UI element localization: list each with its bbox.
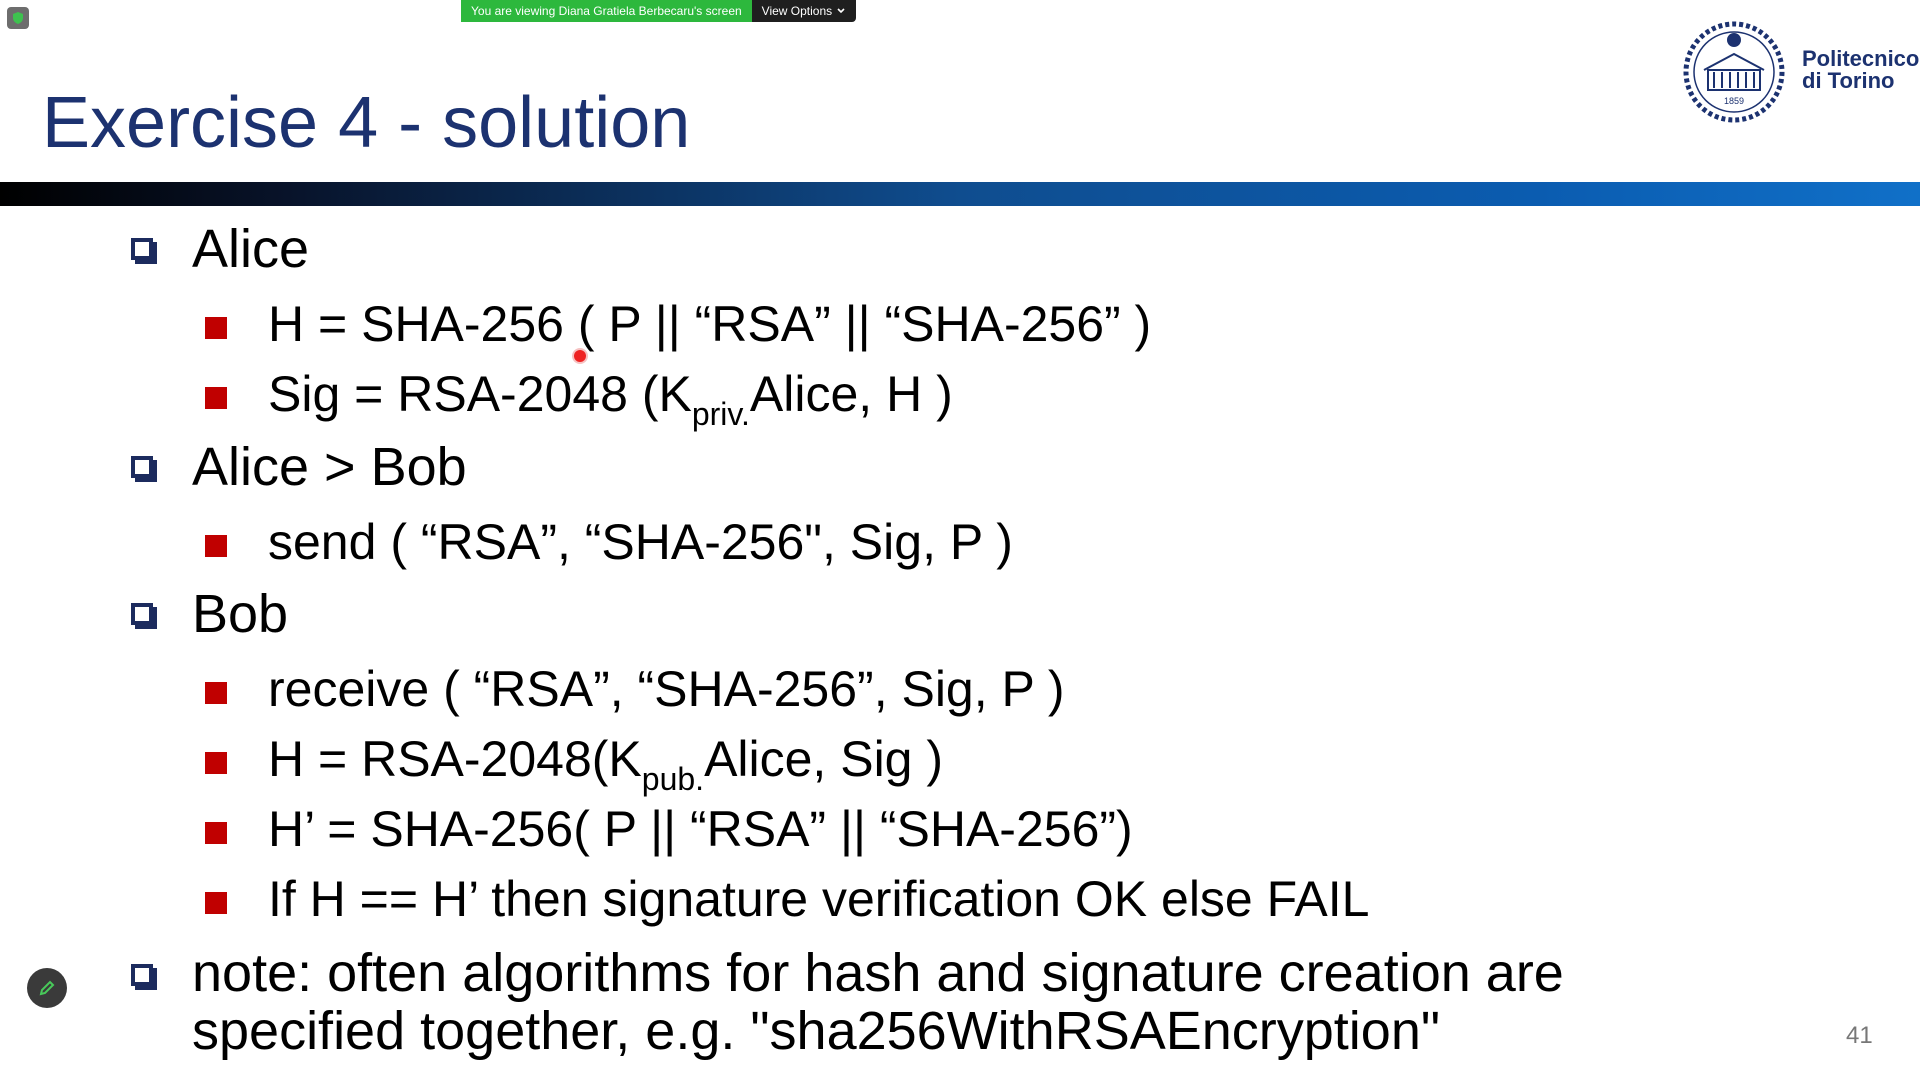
red-square-bullet-icon <box>205 752 227 774</box>
university-seal-icon: 1859 <box>1683 21 1785 123</box>
page-number: 41 <box>1846 1022 1873 1049</box>
view-options-label: View Options <box>761 4 833 18</box>
shield-icon[interactable] <box>7 7 29 29</box>
chevron-down-icon <box>837 8 845 14</box>
bullet-signature: Sig = RSA-2048 (Kpriv.Alice, H ) <box>268 366 953 432</box>
logo-line-2: di Torino <box>1802 68 1895 93</box>
bullet-alice-to-bob: Alice > Bob <box>192 437 467 497</box>
logo-line-1: Politecnico <box>1802 46 1920 71</box>
view-options-button[interactable]: View Options <box>751 0 857 22</box>
hollow-square-bullet-icon <box>131 238 153 260</box>
bullet-hash-computation: H = SHA-256 ( P || “RSA” || “SHA-256” ) <box>268 296 1152 352</box>
red-square-bullet-icon <box>205 387 227 409</box>
bullet-hash-recompute: H’ = SHA-256( P || “RSA” || “SHA-256”) <box>268 801 1133 857</box>
pencil-icon[interactable] <box>27 968 67 1008</box>
bullet-receive: receive ( “RSA”, “SHA-256”, Sig, P ) <box>268 661 1065 717</box>
red-square-bullet-icon <box>205 317 227 339</box>
bullet-verify-decrypt: H = RSA-2048(Kpub.Alice, Sig ) <box>268 731 944 797</box>
svg-text:1859: 1859 <box>1724 96 1744 106</box>
red-square-bullet-icon <box>205 822 227 844</box>
hollow-square-bullet-icon <box>131 456 153 478</box>
hollow-square-bullet-icon <box>131 603 153 625</box>
note-line-2: specified together, e.g. "sha256WithRSAE… <box>192 1001 1441 1061</box>
logo-text: Politecnico di Torino <box>1802 48 1919 92</box>
bullet-compare: If H == H’ then signature verification O… <box>268 871 1370 927</box>
screen-share-banner: You are viewing Diana Gratiela Berbecaru… <box>461 0 857 22</box>
politecnico-logo: 1859 <box>1674 14 1910 126</box>
bullet-alice: Alice <box>192 219 310 279</box>
bullet-send: send ( “RSA”, “SHA-256", Sig, P ) <box>268 514 1013 570</box>
bullet-bob: Bob <box>192 584 289 644</box>
slide-title: Exercise 4 - solution <box>42 83 691 163</box>
red-square-bullet-icon <box>205 682 227 704</box>
bullet-note: note: often algorithms for hash and sign… <box>192 944 1564 1060</box>
title-underline-bar <box>0 182 1920 206</box>
screen-share-info: You are viewing Diana Gratiela Berbecaru… <box>461 0 752 22</box>
red-square-bullet-icon <box>205 892 227 914</box>
note-line-1: note: often algorithms for hash and sign… <box>192 943 1564 1003</box>
hollow-square-bullet-icon <box>131 964 153 986</box>
red-square-bullet-icon <box>205 535 227 557</box>
laser-pointer-icon <box>574 350 586 362</box>
